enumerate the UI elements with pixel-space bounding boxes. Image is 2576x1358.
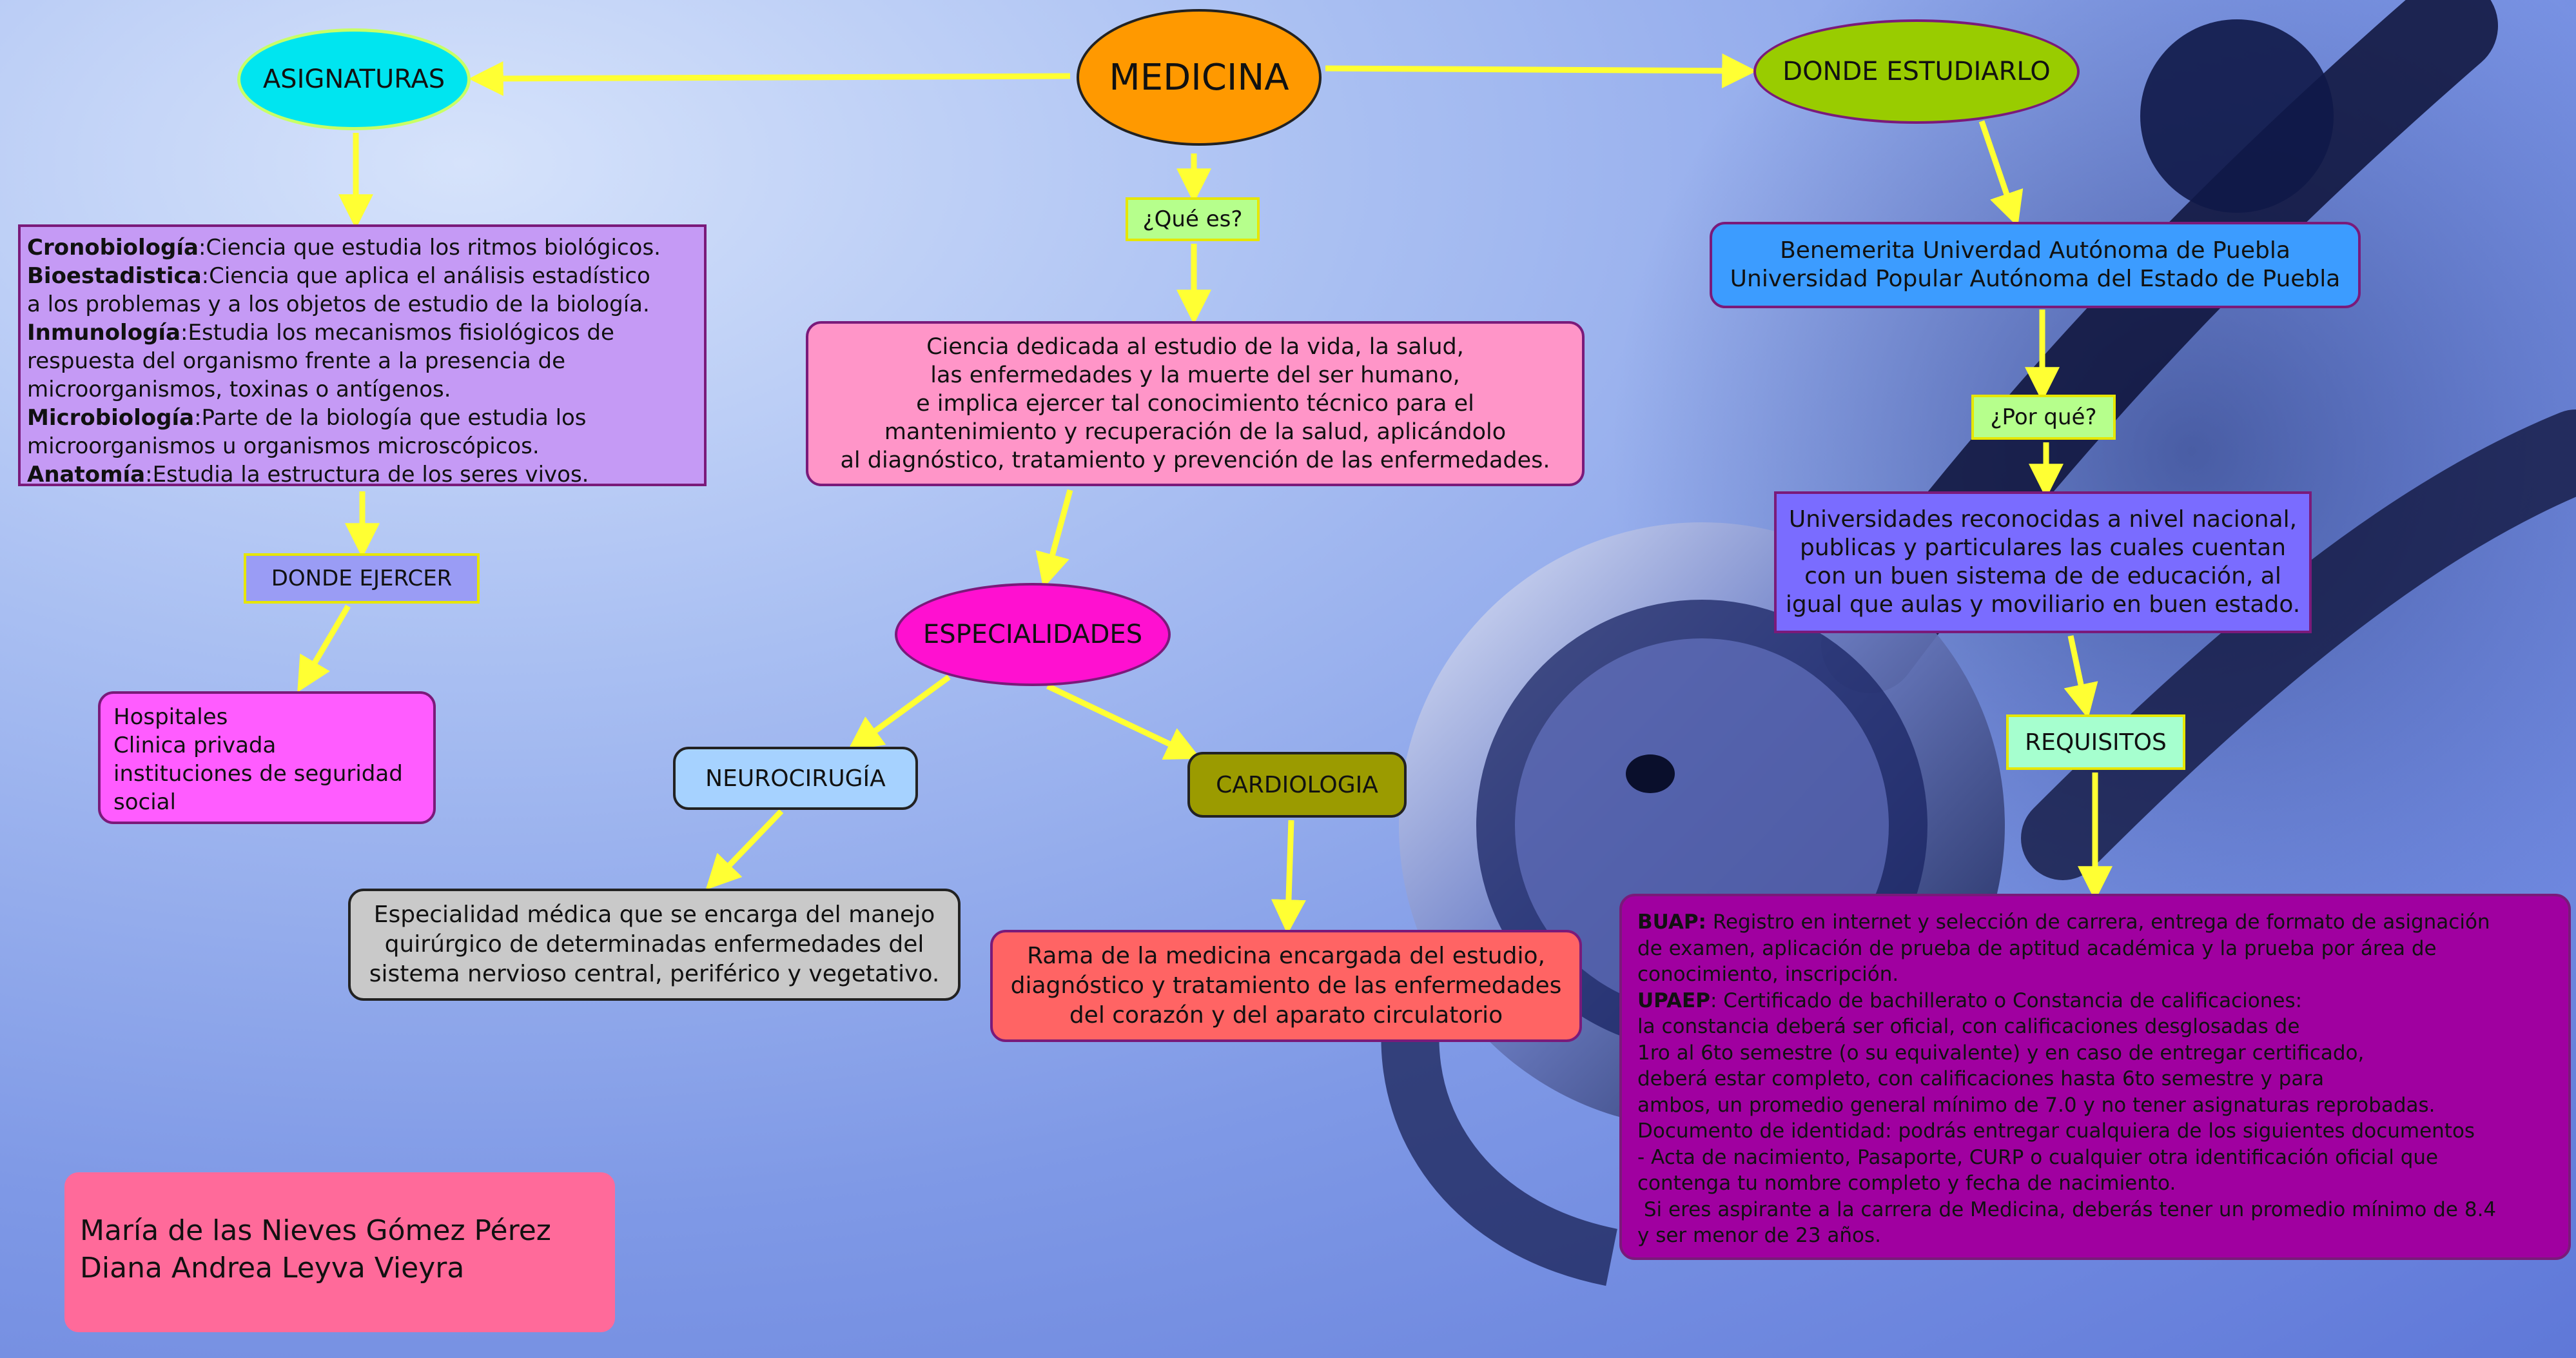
- asignatura-line: respuesta del organismo frente a la pres…: [27, 348, 566, 374]
- cardiologia-desc-box: Rama de la medicina encargada del estudi…: [990, 930, 1582, 1042]
- definicion-line: las enfermedades y la muerte del ser hum…: [930, 362, 1460, 388]
- requisito-line: y ser menor de 23 años.: [1637, 1224, 1882, 1247]
- asignaturas-label: ASIGNATURAS: [262, 64, 445, 94]
- donde-estudiarlo-node: DONDE ESTUDIARLO: [1753, 19, 2080, 124]
- razon-line: publicas y particulares las cuales cuent…: [1799, 535, 2287, 561]
- requisitos-label: REQUISITOS: [2025, 729, 2167, 756]
- asignatura-line: Bioestadistica:Ciencia que aplica el aná…: [27, 263, 650, 289]
- arrow-cardio-desc: [1271, 820, 1306, 935]
- definicion-line: e implica ejercer tal conocimiento técni…: [916, 391, 1474, 417]
- requisito-line: deberá estar completo, con calificacione…: [1637, 1067, 2325, 1090]
- lugar-line: Hospitales: [113, 704, 228, 730]
- neuro-line: sistema nervioso central, periférico y v…: [369, 961, 940, 987]
- arrow-razon-requisitos: [2064, 635, 2098, 719]
- donde-ejercer-node: DONDE EJERCER: [244, 553, 480, 604]
- por-que-node: ¿Por qué?: [1971, 395, 2116, 440]
- arrow-neuro-desc: [705, 809, 784, 891]
- neuro-line: Especialidad médica que se encarga del m…: [373, 901, 935, 928]
- definicion-line: mantenimiento y recuperación de la salud…: [884, 419, 1507, 445]
- author-name: Diana Andrea Leyva Vieyra: [80, 1252, 465, 1284]
- asignatura-line: Microbiología:Parte de la biología que e…: [27, 405, 587, 431]
- razon-box: Universidades reconocidas a nivel nacion…: [1774, 491, 2312, 633]
- neurocirugia-desc-box: Especialidad médica que se encarga del m…: [348, 889, 961, 1001]
- arrow-ejercer-lugares: [297, 604, 351, 693]
- especialidades-label: ESPECIALIDADES: [922, 620, 1143, 649]
- requisitos-node: REQUISITOS: [2006, 714, 2185, 770]
- lugar-line: Clinica privada: [113, 733, 277, 758]
- neurocirugia-node: NEUROCIRUGÍA: [673, 747, 918, 810]
- definicion-line: al diagnóstico, tratamiento y prevención…: [840, 448, 1550, 473]
- arrow-medicina-asignaturas: [468, 61, 1071, 96]
- requisitos-detalle-box: BUAP: Registro en internet y selección d…: [1619, 894, 2571, 1260]
- asignatura-line: Anatomía:Estudia la estructura de los se…: [27, 462, 589, 487]
- asignatura-line: Inmunología:Estudia los mecanismos fisio…: [27, 320, 614, 346]
- arrow-medicina-estudiarlo: [1325, 53, 1757, 88]
- requisito-line: - Acta de nacimiento, Pasaporte, CURP o …: [1637, 1145, 2439, 1169]
- donde-ejercer-label: DONDE EJERCER: [271, 566, 453, 591]
- especialidades-node: ESPECIALIDADES: [895, 583, 1171, 686]
- definicion-line: Ciencia dedicada al estudio de la vida, …: [926, 334, 1464, 360]
- cardio-line: del corazón y del aparato circulatorio: [1069, 1002, 1503, 1028]
- medicina-node: MEDICINA: [1077, 9, 1322, 146]
- asignatura-line: microorganismos u organismos microscópic…: [27, 433, 540, 459]
- cardiologia-node: CARDIOLOGIA: [1187, 752, 1407, 818]
- arrow-estudiarlo-universidades: [1978, 120, 2024, 227]
- requisito-line: de examen, aplicación de prueba de aptit…: [1637, 936, 2437, 960]
- arrow-especialidades-cardio: [1046, 683, 1201, 760]
- requisito-line: la constancia deberá ser oficial, con ca…: [1637, 1015, 2300, 1038]
- por-que-label: ¿Por qué?: [1990, 404, 2097, 430]
- requisito-line: 1ro al 6to semestre (o su equivalente) y…: [1637, 1041, 2365, 1065]
- requisito-line: UPAEP: Certificado de bachillerato o Con…: [1637, 989, 2303, 1012]
- donde-ejercer-list-box: Hospitales Clinica privada instituciones…: [98, 691, 436, 824]
- medicina-label: MEDICINA: [1109, 56, 1289, 99]
- requisito-line: conocimiento, inscripción.: [1637, 963, 1899, 986]
- cardio-line: diagnóstico y tratamiento de las enferme…: [1010, 972, 1562, 999]
- author-name: María de las Nieves Gómez Pérez: [80, 1214, 551, 1247]
- que-es-node: ¿Qué es?: [1126, 197, 1260, 241]
- razon-line: Universidades reconocidas a nivel nacion…: [1788, 506, 2298, 533]
- razon-line: con un buen sistema de de educación, al: [1804, 563, 2281, 589]
- universidad-line: Universidad Popular Autónoma del Estado …: [1730, 266, 2341, 292]
- arrow-definicion-especialidades: [1035, 489, 1073, 589]
- neurocirugia-label: NEUROCIRUGÍA: [705, 765, 886, 792]
- lugar-line: instituciones de seguridad: [113, 761, 403, 787]
- asignaturas-list-box: Cronobiología:Ciencia que estudia los ri…: [18, 224, 707, 487]
- requisito-line: Documento de identidad: podrás entregar …: [1637, 1119, 2475, 1143]
- requisito-line: BUAP: Registro en internet y selección d…: [1637, 910, 2490, 934]
- cardiologia-label: CARDIOLOGIA: [1216, 771, 1378, 798]
- que-es-label: ¿Qué es?: [1142, 206, 1243, 232]
- arrow-especialidades-neuro: [847, 674, 951, 751]
- asignatura-line: a los problemas y a los objetos de estud…: [27, 291, 650, 317]
- requisito-line: ambos, un promedio general mínimo de 7.0…: [1637, 1093, 2435, 1117]
- lugar-line: social: [113, 789, 176, 815]
- requisito-line: Si eres aspirante a la carrera de Medici…: [1637, 1197, 2497, 1221]
- universidades-box: Benemerita Univerdad Autónoma de Puebla …: [1710, 222, 2361, 308]
- definicion-box: Ciencia dedicada al estudio de la vida, …: [806, 321, 1585, 486]
- razon-line: igual que aulas y moviliario en buen est…: [1785, 591, 2301, 618]
- neuro-line: quirúrgico de determinadas enfermedades …: [384, 931, 924, 958]
- asignaturas-node: ASIGNATURAS: [237, 28, 471, 130]
- asignatura-line: microorganismos, toxinas o antígenos.: [27, 377, 451, 402]
- universidad-line: Benemerita Univerdad Autónoma de Puebla: [1780, 237, 2290, 264]
- asignatura-line: Cronobiología:Ciencia que estudia los ri…: [27, 235, 661, 261]
- authors-box: María de las Nieves Gómez Pérez Diana An…: [64, 1172, 615, 1332]
- cardio-line: Rama de la medicina encargada del estudi…: [1027, 943, 1545, 969]
- donde-estudiarlo-label: DONDE ESTUDIARLO: [1782, 57, 2051, 86]
- requisito-line: contenga tu nombre completo y fecha de n…: [1637, 1172, 2176, 1195]
